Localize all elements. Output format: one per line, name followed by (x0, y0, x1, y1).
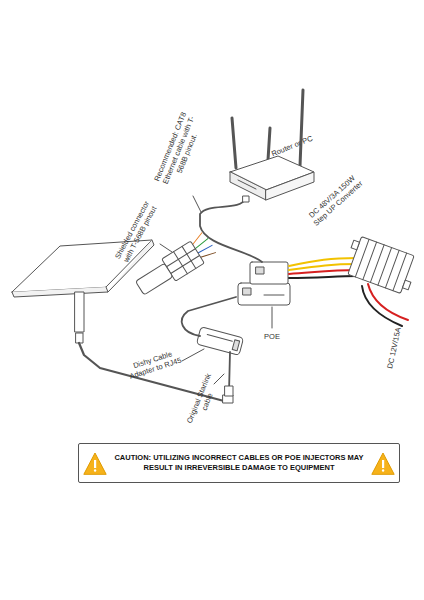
router-detail (238, 180, 256, 189)
twisted-wire (198, 244, 212, 253)
wire (368, 284, 408, 320)
part-label: Shielded connector with T-568B pinout (110, 194, 162, 270)
antenna (268, 128, 270, 160)
warning-icon (372, 453, 394, 474)
cable-recommendation: Recommended: CAT8 Ethernet cable with T-… (150, 106, 207, 195)
device-label: Router or PC (262, 131, 321, 162)
adapter-plug (225, 386, 233, 396)
warning-triangle (84, 453, 106, 474)
ethernet-cable (200, 198, 262, 262)
shielded-connector (132, 232, 218, 299)
plug-grid (171, 255, 200, 273)
router-side (266, 172, 314, 200)
exclamation-mark (94, 460, 96, 468)
converter-fin (363, 242, 377, 280)
mast-plug (76, 333, 83, 343)
leader-line (193, 196, 201, 212)
part-label: Dishy Cable Adapter to RJ45 (121, 346, 187, 383)
poe-body (238, 283, 290, 305)
wire (289, 264, 357, 270)
dishy-adapter (196, 327, 243, 356)
warning-triangle (372, 453, 394, 474)
warning-text: CAUTION: UTILIZING INCORRECT CABLES OR P… (109, 453, 369, 473)
wire (362, 286, 402, 326)
antenna (232, 118, 236, 168)
dish-mast (75, 292, 84, 332)
twisted-wire (201, 249, 216, 260)
mount-tab (351, 240, 359, 250)
adapter-body (196, 327, 243, 356)
exclamation-mark (382, 469, 384, 471)
poe-injector (238, 262, 290, 305)
step-up-converter (342, 235, 420, 296)
rj45-plug (243, 196, 249, 202)
caution-box: CAUTION: UTILIZING INCORRECT CABLES OR P… (78, 443, 400, 483)
poe-port (256, 267, 264, 274)
dish-edge (12, 287, 108, 297)
poe-port (243, 288, 251, 295)
leader-line (182, 349, 204, 361)
leader-line (272, 307, 273, 328)
warning-icon (84, 453, 106, 474)
converter-body (348, 237, 414, 294)
device-label: POE (257, 332, 287, 341)
converter-fin (370, 245, 384, 283)
antenna (300, 90, 303, 166)
exclamation-mark (382, 460, 384, 468)
twisted-wire (194, 239, 209, 249)
plug-boot (136, 263, 173, 295)
adapter-detail (207, 334, 232, 341)
mount-tab (403, 280, 411, 290)
power-label: DC 12V/15A (384, 323, 403, 374)
poe-module (250, 262, 288, 284)
dishy-cable (182, 297, 236, 336)
wire (289, 270, 357, 274)
wire (289, 276, 357, 278)
leader-line (214, 374, 224, 384)
converter-fin (378, 248, 392, 286)
poe-detail (264, 295, 284, 296)
exclamation-mark (94, 469, 96, 471)
adapter-port (232, 340, 239, 351)
converter-fin (385, 250, 399, 288)
leader-line (160, 244, 172, 252)
